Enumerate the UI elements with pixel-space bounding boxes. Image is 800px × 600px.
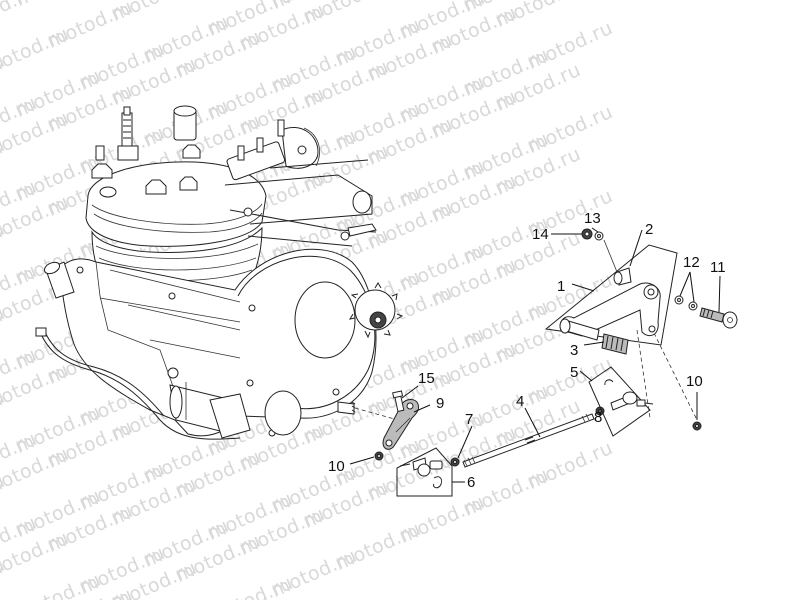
callout-9: 9 bbox=[436, 395, 445, 412]
callout-8: 8 bbox=[594, 409, 603, 426]
callout-12: 12 bbox=[683, 254, 700, 271]
part-6-ball-joint-kit bbox=[396, 447, 453, 497]
callout-14: 14 bbox=[532, 226, 549, 243]
part-2-bushing bbox=[613, 267, 632, 286]
callout-10-left: 10 bbox=[328, 458, 345, 475]
callout-6: 6 bbox=[467, 474, 476, 491]
part-4-linkage-rod bbox=[462, 413, 595, 468]
callout-10-right: 10 bbox=[686, 373, 703, 390]
callout-15: 15 bbox=[418, 370, 435, 387]
callout-4: 4 bbox=[516, 393, 525, 410]
part-15-clamp-bolt bbox=[392, 390, 405, 413]
part-5-ball-joint-kit bbox=[588, 366, 654, 437]
engine-assembly bbox=[35, 105, 404, 440]
callout-2: 2 bbox=[645, 221, 654, 238]
callout-7: 7 bbox=[465, 411, 474, 428]
callout-1: 1 bbox=[557, 278, 566, 295]
part-9-shift-arm bbox=[382, 399, 419, 450]
callout-3: 3 bbox=[570, 342, 579, 359]
part-1-shift-lever bbox=[544, 244, 698, 421]
carburetor bbox=[226, 119, 320, 181]
drive-sprocket bbox=[348, 282, 404, 339]
callout-11: 11 bbox=[710, 259, 726, 276]
part-3-footpeg-rubber bbox=[601, 333, 629, 355]
leader-lines bbox=[349, 227, 721, 483]
callout-13: 13 bbox=[584, 210, 601, 227]
part-11-pivot-bolt bbox=[699, 307, 738, 329]
callout-5: 5 bbox=[570, 364, 579, 381]
